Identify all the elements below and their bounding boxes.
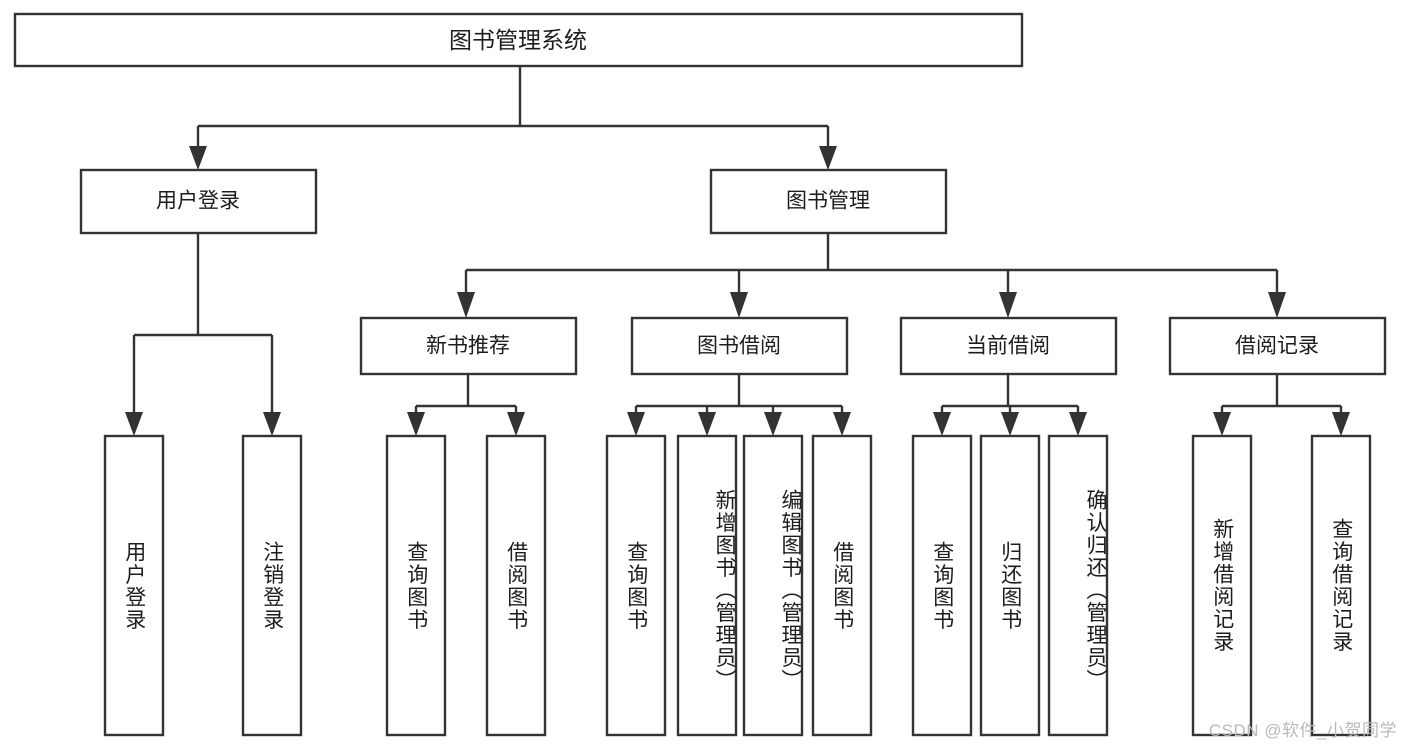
node-leaf-edit-book[interactable] [742,434,804,737]
arrow-head-current-borrow [999,292,1017,318]
label-book-borrow: 图书借阅 [697,335,781,358]
watermark-text: CSDN @软件_小贺同学 [1208,721,1397,740]
arrow-head-book-management [819,146,837,170]
arrow-head-borrow-record [1268,292,1286,318]
arrow-head-leaf-user-login [125,412,143,436]
node-root[interactable] [13,12,1024,68]
arrow-head-leaf-query-book-1 [407,412,425,436]
arrow-head-leaf-edit-book [764,412,782,436]
arrow-head-leaf-logout-login [263,412,281,436]
arrow-head-leaf-return-book [1001,412,1019,436]
label-borrow-record: 借阅记录 [1235,335,1319,358]
node-leaf-add-record[interactable] [1191,434,1253,737]
arrow-head-leaf-query-record [1332,412,1350,436]
node-borrow-record[interactable] [1168,316,1387,376]
node-leaf-query-book-1[interactable] [385,434,447,737]
connector-group [125,66,1350,436]
arrow-head-new-book-recommend [457,292,475,318]
node-leaf-confirm-return[interactable] [1047,434,1109,737]
label-user-login: 用户登录 [156,190,240,213]
node-leaf-logout-login[interactable] [241,434,303,737]
node-current-borrow[interactable] [899,316,1118,376]
node-leaf-query-record[interactable] [1310,434,1372,737]
arrow-head-book-borrow [730,292,748,318]
node-leaf-return-book[interactable] [979,434,1041,737]
label-book-management: 图书管理 [786,190,870,213]
node-leaf-borrow-book-2[interactable] [811,434,873,737]
node-new-book-recommend[interactable] [359,316,578,376]
arrow-head-leaf-confirm-return [1069,412,1087,436]
node-book-management[interactable] [709,168,948,235]
arrow-head-leaf-query-book-2 [627,412,645,436]
arrow-head-leaf-borrow-book-2 [833,412,851,436]
node-group [13,12,1387,737]
label-new-book-recommend: 新书推荐 [426,335,510,358]
node-user-login[interactable] [79,168,318,235]
arrow-head-user-login [189,146,207,170]
horizontal-label-group: 图书管理系统 用户登录 图书管理 新书推荐 图书借阅 当前借阅 借阅记录 [156,27,1319,357]
arrow-head-leaf-add-record [1213,412,1231,436]
node-leaf-add-book[interactable] [676,434,738,737]
label-current-borrow: 当前借阅 [966,335,1050,358]
node-leaf-query-book-3[interactable] [911,434,973,737]
node-leaf-query-book-2[interactable] [605,434,667,737]
arrow-head-leaf-add-book [698,412,716,436]
node-book-borrow[interactable] [630,316,849,376]
arrow-head-leaf-query-book-3 [933,412,951,436]
node-leaf-user-login[interactable] [103,434,165,737]
arrow-head-leaf-borrow-book-1 [507,412,525,436]
node-leaf-borrow-book-1[interactable] [485,434,547,737]
label-root: 图书管理系统 [449,27,587,53]
